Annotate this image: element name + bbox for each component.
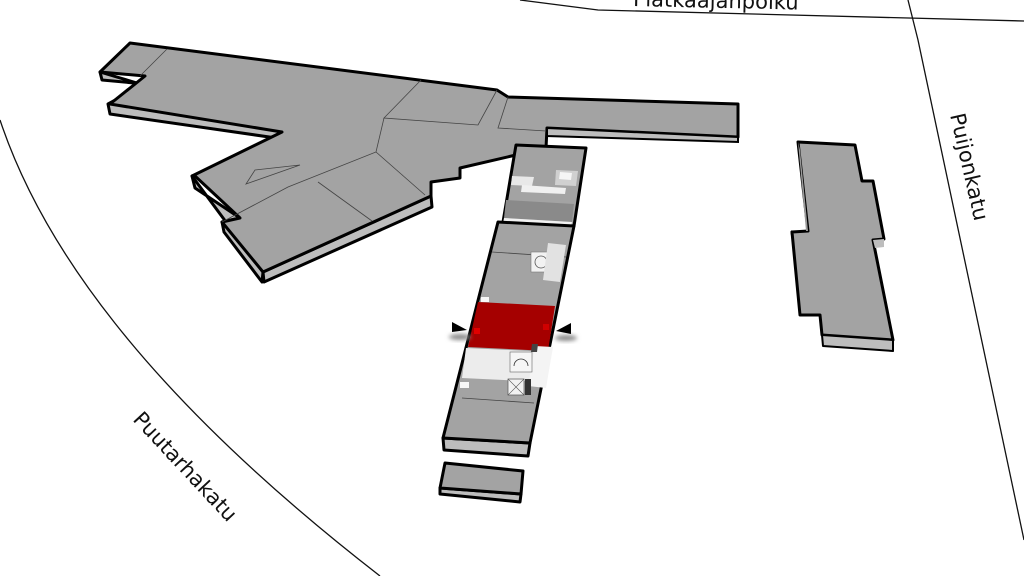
triangle-left-icon [556,323,571,334]
highlighted-room[interactable] [468,302,555,351]
street-line-top [519,0,1024,22]
street-label-top: Piatkaajanpolku [633,0,799,14]
building-east [790,140,895,352]
section-marker-right [555,323,577,341]
building-west-wing [98,41,740,284]
building-main-wing [441,220,576,458]
building-north-annex [501,143,588,228]
street-label-right: Puijonkatu [945,111,993,223]
section-marker-left [449,322,471,340]
street-line-right [907,0,1024,541]
street-label-left: Puutarhakatu [128,407,241,526]
street-line-left [0,119,381,576]
triangle-right-icon [452,322,467,332]
building-south-block [438,461,525,504]
